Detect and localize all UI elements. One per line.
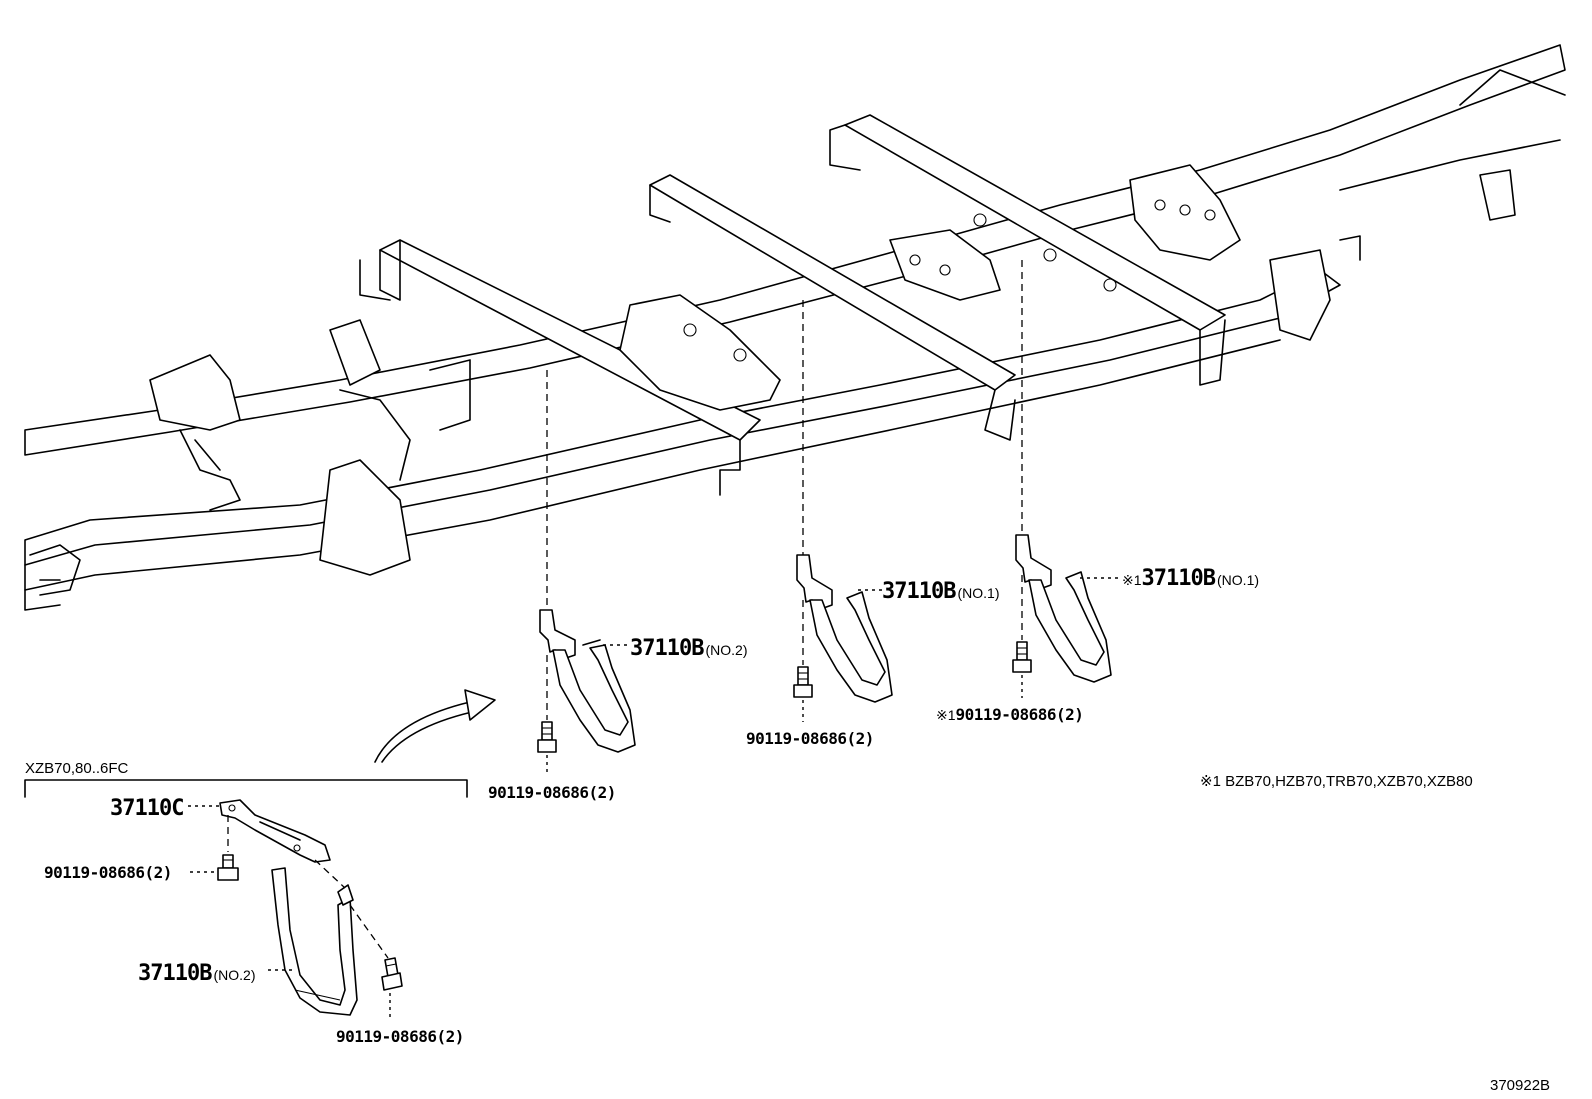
diagram-code: 370922B	[1490, 1077, 1550, 1094]
bolt-left-part-number: 90119-08686(2)	[488, 783, 616, 802]
inset-bracket-37110c	[219, 799, 331, 863]
vehicle-frame	[24, 44, 1566, 611]
inset-strap-no2	[271, 867, 358, 1016]
bolt-middle	[793, 666, 813, 698]
label-leaders	[546, 577, 1120, 775]
mount-leader-lines	[546, 260, 1023, 720]
inset-bracket-part-number: 37110C	[110, 796, 183, 821]
inset-bolt-bottom	[381, 957, 403, 991]
bolt-right-part-number: ※190119-08686(2)	[936, 705, 1083, 724]
inset-leader-lines	[188, 805, 391, 1018]
bolt-left	[537, 721, 557, 753]
inset-strap-part-number: 37110B(NO.2)	[138, 961, 255, 986]
strap-left-part-number: 37110B(NO.2)	[630, 636, 747, 661]
cross-member-2	[649, 174, 1016, 441]
inset-bracket	[24, 779, 468, 798]
cross-member-3	[829, 114, 1226, 386]
strap-right-part-number: ※137110B(NO.1)	[1122, 566, 1259, 591]
tank-strap-no1-middle	[796, 554, 893, 703]
inset-bolt-top	[217, 854, 239, 881]
variant-label: XZB70,80..6FC	[25, 760, 129, 777]
inset-bolt-top-part-number: 90119-08686(2)	[44, 863, 172, 882]
reference-arrow	[374, 689, 496, 763]
bolt-right	[1012, 641, 1032, 673]
applicability-footnote: ※1 BZB70,HZB70,TRB70,XZB70,XZB80	[1200, 773, 1473, 790]
tank-strap-no1-right	[1015, 534, 1112, 683]
inset-bolt-bottom-part-number: 90119-08686(2)	[336, 1027, 464, 1046]
tank-strap-no2	[539, 609, 636, 753]
strap-middle-part-number: 37110B(NO.1)	[882, 579, 999, 604]
bolt-middle-part-number: 90119-08686(2)	[746, 729, 874, 748]
